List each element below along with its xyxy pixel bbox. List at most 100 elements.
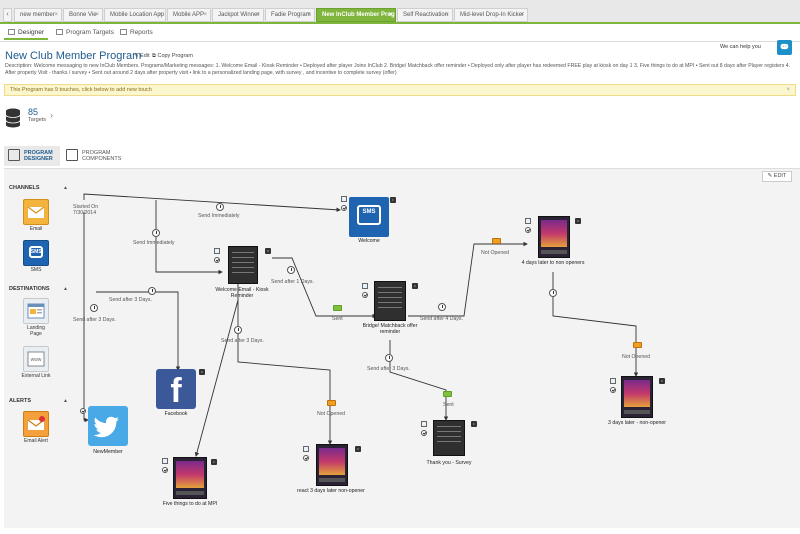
four-days-later-node[interactable]	[538, 216, 570, 258]
email-icon	[23, 199, 49, 225]
tab-program-targets[interactable]: Program Targets	[56, 29, 114, 36]
edit-touch-icon[interactable]	[421, 421, 427, 427]
close-tab-icon[interactable]: ×	[95, 12, 99, 18]
touches-notice[interactable]: This Program has 9 touches, click below …	[4, 84, 796, 96]
targets-label: Targets	[28, 117, 47, 123]
touch-menu-icon[interactable]: •	[211, 459, 217, 465]
welcome-sms-node[interactable]: SMS	[349, 197, 389, 237]
welcome-email-node[interactable]	[228, 246, 258, 284]
program-tab[interactable]: Mobile APP×	[167, 8, 211, 22]
facebook-node[interactable]: f	[156, 369, 196, 410]
path-label: Send after 3 Days.	[221, 338, 264, 344]
designer-grid-icon	[8, 149, 20, 161]
close-tab-icon[interactable]: ×	[54, 12, 58, 18]
touch-menu-icon[interactable]: •	[412, 283, 418, 289]
edit-touch-icon[interactable]	[214, 248, 220, 254]
three-days-later-node[interactable]	[621, 376, 653, 418]
timer-icon	[385, 354, 393, 362]
close-tab-icon[interactable]: ×	[158, 12, 162, 18]
new-member-label: NewMember	[93, 449, 123, 455]
close-tab-icon[interactable]: ×	[256, 12, 260, 18]
tab-designer[interactable]: Designer	[3, 29, 49, 40]
designer-canvas[interactable]	[4, 168, 800, 528]
sent-condition-icon	[333, 305, 342, 311]
alerts-heading[interactable]: ALERTS▲	[9, 398, 68, 404]
page-title: New Club Member Program	[5, 50, 142, 62]
palette-landing-page[interactable]: Landing Page	[21, 298, 51, 337]
thank-you-survey-node[interactable]	[433, 420, 465, 456]
edit-touch-icon[interactable]	[525, 218, 531, 224]
path-label: Send Immediately	[198, 213, 240, 219]
path-label: Send after 3 Days.	[73, 317, 116, 323]
touch-menu-icon[interactable]: •	[355, 446, 361, 452]
three-days-later-label: 3 days later - non-opener	[608, 420, 666, 426]
touch-menu-icon[interactable]: •	[471, 421, 477, 427]
touch-menu-icon[interactable]: •	[659, 378, 665, 384]
start-date-label: Started On 7/30/2014	[73, 204, 99, 216]
close-tab-icon[interactable]: ×	[445, 12, 449, 18]
edit-canvas-button[interactable]: ✎ EDIT	[762, 171, 792, 182]
program-tab[interactable]: New InClub Member Program×	[316, 8, 396, 22]
close-icon[interactable]: ×	[786, 87, 790, 93]
close-tab-icon[interactable]: ×	[520, 12, 524, 18]
chevron-right-icon[interactable]: ›	[50, 110, 53, 120]
timer-icon	[234, 326, 242, 334]
program-designer-toggle[interactable]: PROGRAM DESIGNER	[4, 146, 60, 166]
program-components-toggle[interactable]: PROGRAM COMPONENTS	[62, 146, 132, 166]
edit-touch-icon[interactable]	[610, 378, 616, 384]
palette-email[interactable]: Email	[21, 199, 51, 233]
program-tab[interactable]: Mid-level Drop-In Kicker×	[454, 8, 528, 22]
touch-menu-icon[interactable]: •	[199, 369, 205, 375]
collapse-icon[interactable]: ▲	[63, 286, 68, 292]
close-tab-icon[interactable]: ×	[203, 12, 207, 18]
edit-touch-icon[interactable]	[341, 196, 347, 202]
close-tab-icon[interactable]: ×	[388, 12, 392, 18]
destinations-heading[interactable]: DESTINATIONS▲	[9, 286, 68, 292]
status-check-icon	[525, 227, 531, 233]
program-tab[interactable]: new member×	[14, 8, 62, 22]
program-tab[interactable]: Bonne Vie×	[63, 8, 103, 22]
touch-menu-icon[interactable]: •	[265, 248, 271, 254]
collapse-icon[interactable]: ▲	[63, 185, 68, 191]
bridge-offer-node[interactable]	[374, 281, 406, 321]
status-check-icon	[610, 387, 616, 393]
database-icon	[5, 108, 21, 128]
close-tab-icon[interactable]: ×	[307, 12, 311, 18]
program-tab-bar: ‹ new member×Bonne Vie×Mobile Location A…	[0, 0, 800, 24]
program-description: Description: Welcome messaging to new In…	[5, 63, 791, 76]
tab-reports[interactable]: Reports	[120, 29, 153, 36]
five-things-node[interactable]	[173, 457, 207, 499]
edit-touch-icon[interactable]	[162, 458, 168, 464]
not-opened-condition-icon	[492, 238, 501, 244]
tabs-scroll-left-icon[interactable]: ‹	[3, 8, 12, 22]
copy-program-link[interactable]: ⧉ Copy Program	[152, 53, 193, 59]
timer-icon	[438, 303, 446, 311]
facebook-label: Facebook	[164, 411, 188, 417]
targets-count[interactable]: 85	[28, 107, 39, 117]
collapse-icon[interactable]: ▲	[63, 398, 68, 404]
path-label: Sent	[332, 316, 343, 322]
edit-link[interactable]: ✎ Edit	[134, 53, 150, 59]
edit-touch-icon[interactable]	[303, 446, 309, 452]
palette-external-link[interactable]: www External Link	[21, 346, 51, 380]
path-label: Send after 1 Days.	[271, 279, 314, 285]
thank-you-survey-label: Thank you - Survey	[426, 460, 472, 466]
status-check-icon	[341, 205, 347, 211]
program-tab[interactable]: Jackpot Winner×	[212, 8, 264, 22]
channels-heading[interactable]: CHANNELS▲	[9, 185, 68, 191]
touch-menu-icon[interactable]: •	[390, 197, 396, 203]
sent-condition-icon	[443, 391, 452, 397]
new-member-twitter-node[interactable]	[88, 406, 128, 446]
palette-email-alert[interactable]: Email Alert	[21, 411, 51, 445]
help-logo-icon[interactable]: ↈ	[777, 40, 792, 55]
status-check-icon	[80, 408, 86, 414]
help-text[interactable]: We can help you	[720, 44, 761, 50]
palette-sms[interactable]: SMS SMS	[21, 240, 51, 274]
edit-touch-icon[interactable]	[362, 283, 368, 289]
program-tab[interactable]: Mobile Location App×	[104, 8, 166, 22]
program-tab[interactable]: Self Reactivation×	[397, 8, 453, 22]
timer-icon	[152, 229, 160, 237]
react-non-opener-node[interactable]	[316, 444, 348, 486]
touch-menu-icon[interactable]: •	[575, 218, 581, 224]
program-tab[interactable]: Fadie Program×	[265, 8, 315, 22]
